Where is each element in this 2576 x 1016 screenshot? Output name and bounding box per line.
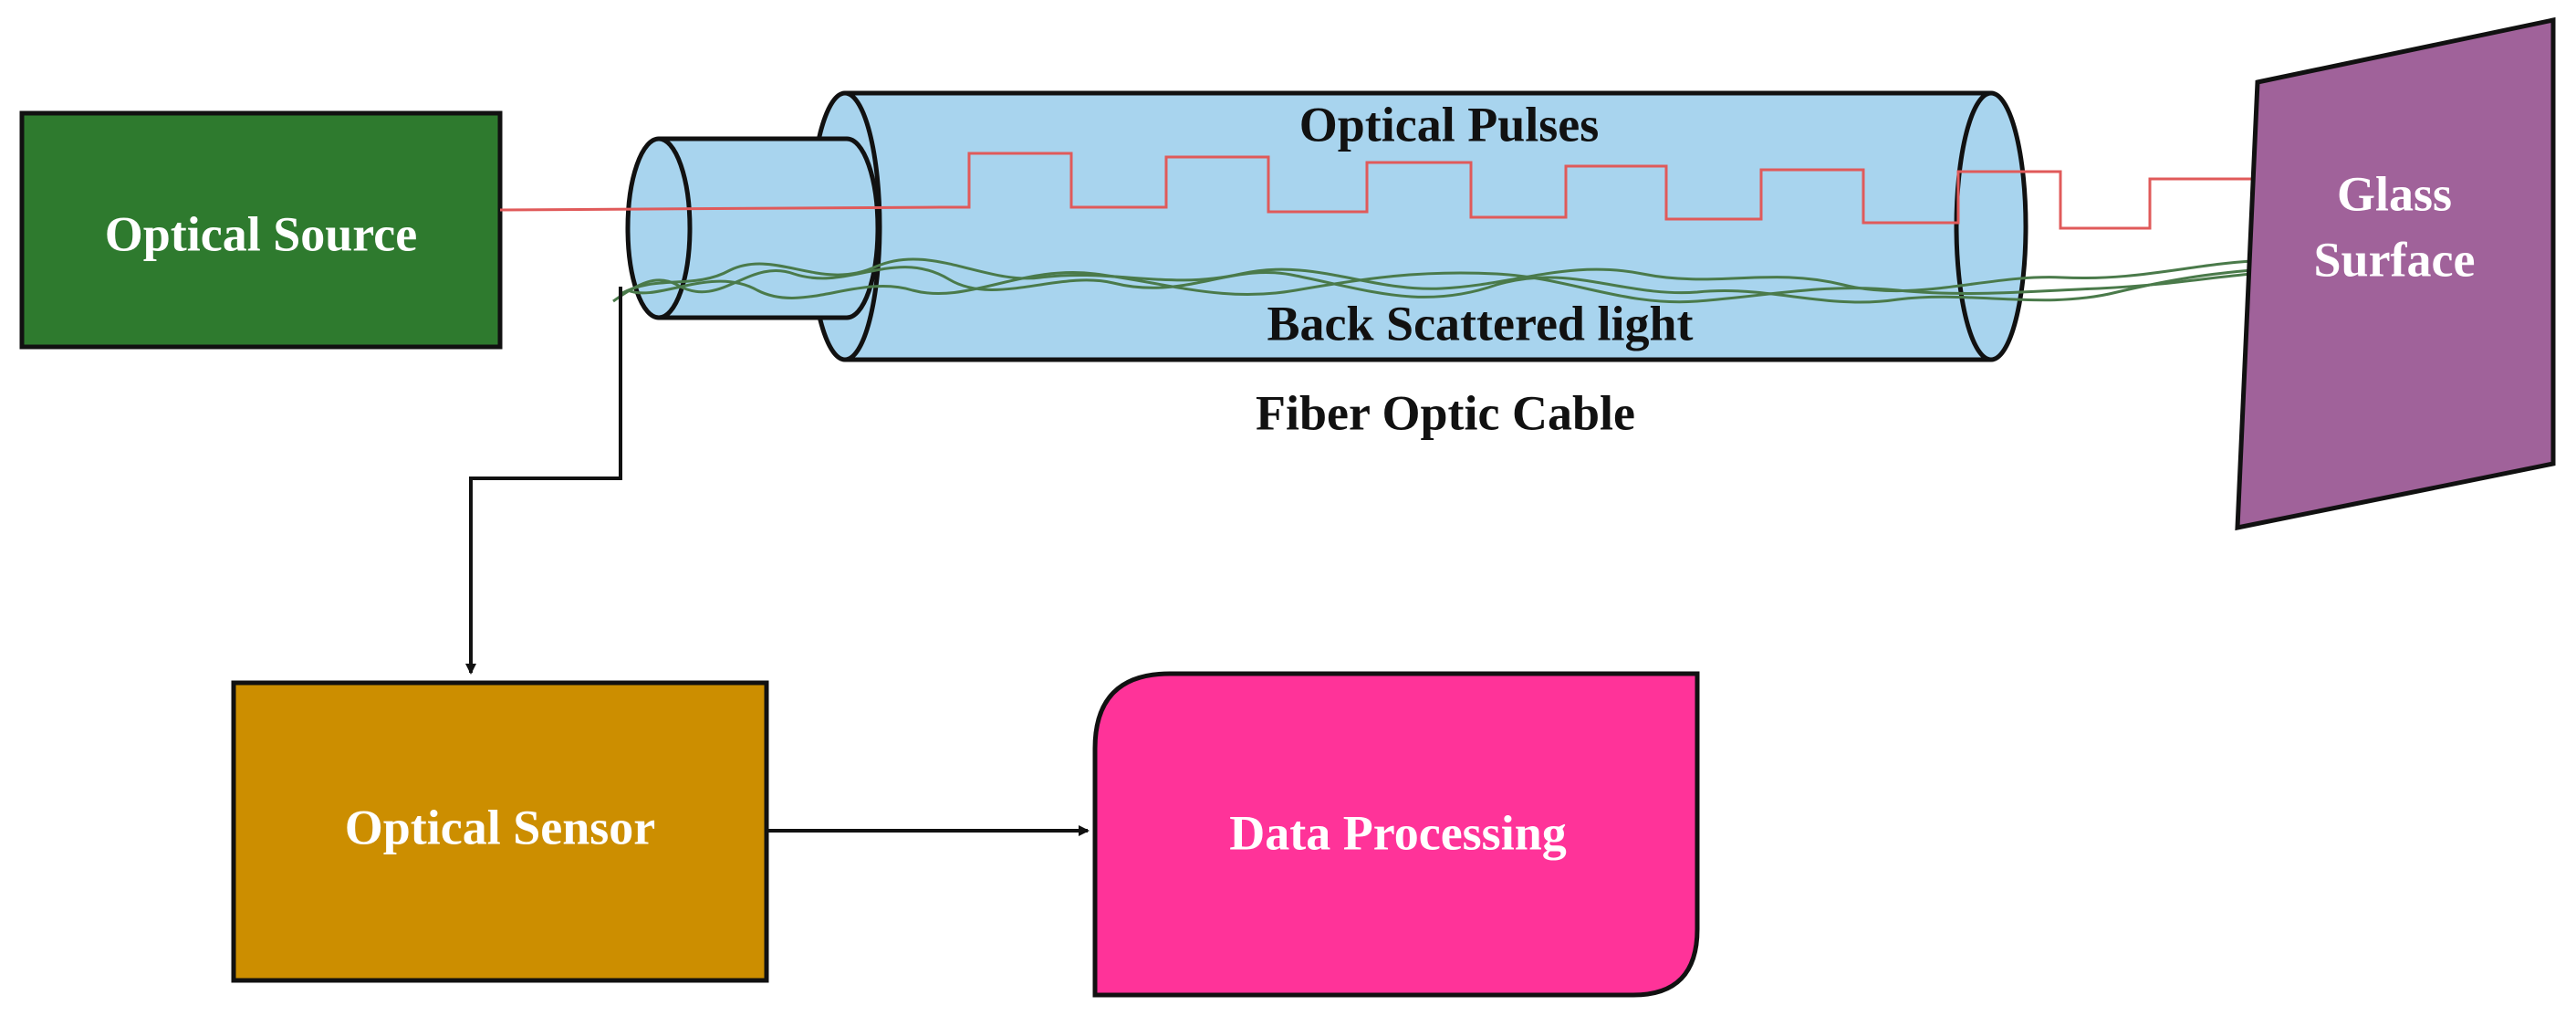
connector-cable-to-sensor — [465, 287, 622, 675]
back-scattered-label: Back Scattered light — [1267, 296, 1694, 351]
data-processing-label: Data Processing — [1229, 805, 1566, 860]
glass-surface-node: Glass Surface — [2235, 16, 2556, 531]
optical-sensor-box — [231, 680, 769, 983]
fiber-cable-label: Fiber Optic Cable — [1256, 385, 1635, 440]
coupler-left-end — [625, 136, 693, 320]
data-processing-node: Data Processing — [1092, 671, 1700, 998]
glass-surface-shape — [2235, 16, 2556, 531]
glass-surface-label-line2: Surface — [2314, 232, 2476, 287]
optical-source-node: Optical Source — [19, 110, 503, 350]
cable-body — [845, 93, 1991, 360]
data-processing-shape — [1092, 671, 1700, 998]
cable-right-end — [1954, 90, 2028, 362]
back-scattered-signal — [612, 257, 2253, 304]
optical-pulses-label: Optical Pulses — [1299, 97, 1600, 152]
optical-source-label: Optical Source — [105, 206, 417, 261]
optical-sensor-label: Optical Sensor — [345, 800, 656, 854]
glass-surface-label-line1: Glass — [2337, 166, 2452, 221]
optical-pulse-signal — [499, 152, 2252, 230]
optical-source-box — [19, 110, 503, 350]
optical-sensor-node: Optical Sensor — [231, 680, 769, 983]
